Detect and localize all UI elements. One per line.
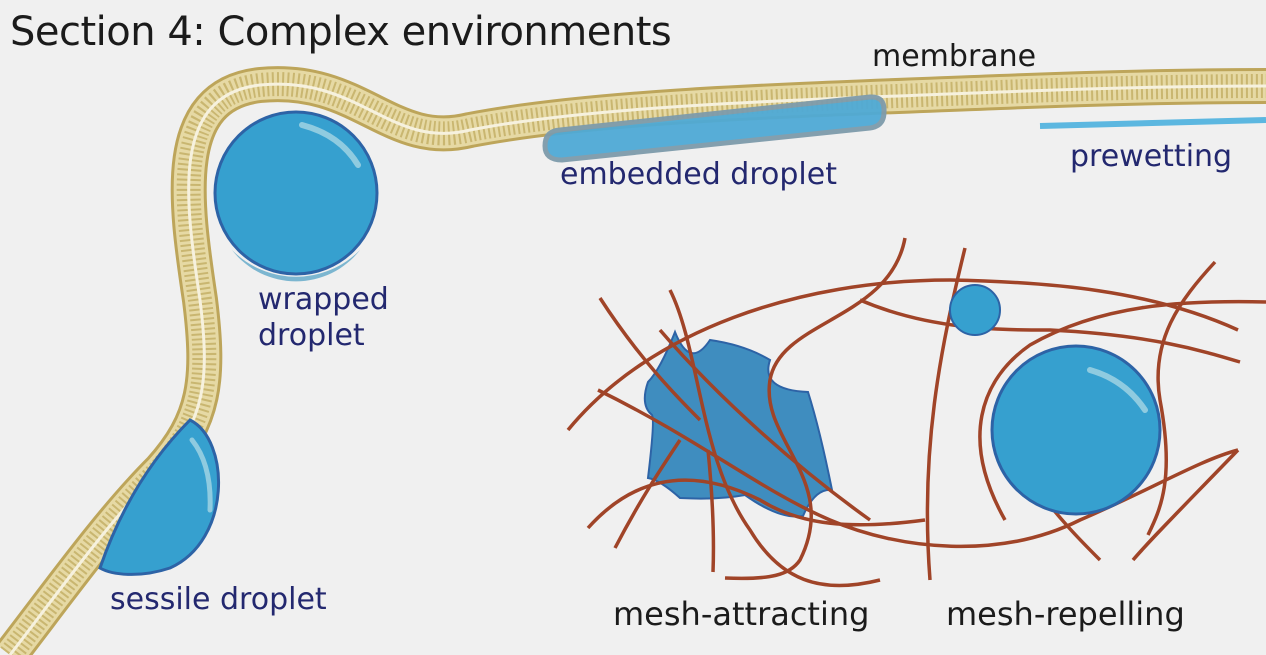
page-title: Section 4: Complex environments [10,9,672,55]
mesh-repelling-droplet-small [949,284,1001,336]
sessile-droplet-label: sessile droplet [110,582,327,617]
mesh-attracting-label: mesh-attracting [613,595,870,633]
prewetting-label: prewetting [1070,139,1233,174]
embedded-droplet [542,94,887,163]
wrapped-label-line1: wrapped [258,282,389,317]
mesh-repelling-droplet-large [990,344,1162,516]
wrapped-droplet [213,110,379,282]
embedded-droplet-label: embedded droplet [560,157,837,192]
mesh-repelling-label: mesh-repelling [946,595,1185,633]
sessile-droplet [98,418,221,576]
wrapped-droplet-label: wrapped droplet [258,282,389,354]
mesh-fibers [566,237,1266,588]
wrapped-label-line2: droplet [258,318,365,353]
prewetting-layer [1039,117,1266,129]
membrane-label: membrane [872,39,1037,74]
